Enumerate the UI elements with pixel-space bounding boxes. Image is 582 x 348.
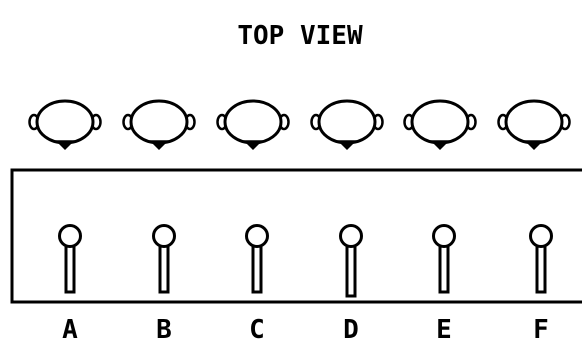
head-top-view-icon — [310, 99, 384, 151]
diagram-title: TOP VIEW — [237, 21, 363, 51]
microphone-icon — [152, 224, 176, 294]
microphone-label-d: D — [343, 315, 359, 345]
microphone-icon — [529, 224, 553, 294]
head-top-view-icon — [497, 99, 571, 151]
microphone-label-e: E — [436, 315, 452, 345]
microphone-icon — [339, 224, 363, 298]
microphone-icon — [58, 224, 82, 294]
microphone-icon — [245, 224, 269, 294]
microphone-label-f: F — [533, 315, 549, 345]
head-top-view-icon — [122, 99, 196, 151]
microphone-icon — [432, 224, 456, 294]
table-outline — [10, 168, 582, 304]
microphone-label-a: A — [62, 315, 78, 345]
heads-row — [28, 99, 571, 151]
microphone-label-c: C — [249, 315, 265, 345]
microphones-row — [58, 224, 553, 298]
microphone-labels: A B C D E F — [62, 315, 549, 345]
head-top-view-icon — [216, 99, 290, 151]
head-top-view-icon — [403, 99, 477, 151]
head-top-view-icon — [28, 99, 102, 151]
microphone-label-b: B — [156, 315, 172, 345]
